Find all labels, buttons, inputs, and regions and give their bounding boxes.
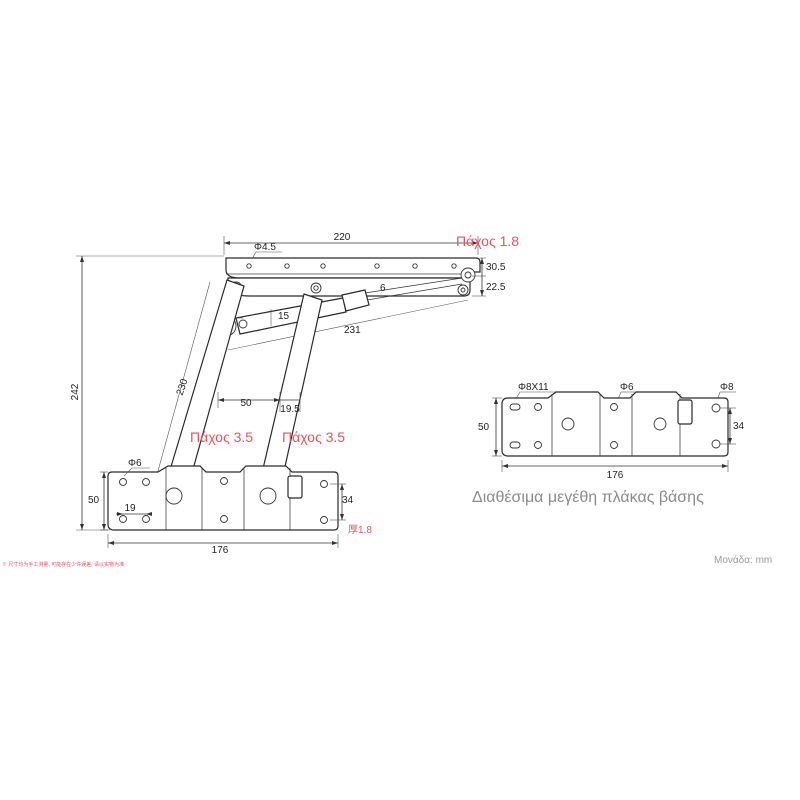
top-hole-6 [451,263,457,269]
alt-dim-width: 176 [501,460,729,481]
alt-right-hole-value: Φ8 [720,382,734,393]
top-mounting-plate [225,257,481,297]
top-hole-5 [412,263,418,269]
alt-base-caption: Διαθέσιμα μεγέθη πλάκας βάσης [472,489,704,506]
top-hole-4 [374,263,380,269]
dim-total-height-value: 242 [70,383,81,400]
arm-thickness-left-label: Πάχος 3.5 [190,429,253,445]
top-hole-3 [320,263,326,269]
strut-rod-value: 6 [380,283,386,294]
dim-base-hole-spacing: 19 [116,503,152,516]
arm-thickness-right-label: Πάχος 3.5 [282,429,345,445]
alt-dim-left-height: 50 [478,397,502,457]
measurement-note: ※ 尺寸均为手工测量, 可能存在少许误差, 请以实物为准 [2,561,124,568]
top-thickness-label: Πάχος 1.8 [456,233,519,249]
base-hole-value: Φ6 [128,458,142,469]
main-hinge-drawing: 220 Πάχος 1.8 Φ4.5 [2,232,519,568]
dim-base-width: 176 [107,534,339,556]
base-height-value: 50 [88,495,100,506]
base-right-height-value: 34 [342,495,354,506]
strut-offset-value: 15 [278,311,290,322]
dim-top-heights: 30.5 22.5 [472,257,506,297]
top-hole-value: Φ4.5 [254,242,276,253]
dim-base-height: 50 [88,471,108,531]
arm-width-value: 19.5 [280,404,300,415]
unit-label: Μονάδα: mm [714,554,772,566]
top-hole-2 [284,263,290,269]
base-thickness-label: 厚1.8 [348,524,372,536]
alt-mid-hole-value: Φ6 [620,382,634,393]
dim-base-right-height: 34 [330,483,354,521]
base-width-value: 176 [212,545,229,556]
arm-gap-value: 50 [240,398,252,409]
alt-width-value: 176 [607,470,624,481]
dim-top-h1-value: 30.5 [486,262,506,273]
dim-top-width-value: 220 [334,232,351,243]
base-hole-callout: Φ6 [123,458,150,477]
dim-top-width: 220 [223,232,479,255]
base-hole-spacing-value: 19 [124,503,136,514]
main-base-plate [107,465,339,531]
alt-base-plate-drawing: Φ8X11 Φ6 Φ8 [472,382,745,506]
alt-dim-right-height: 34 [720,407,745,445]
strut-length-value: 231 [344,325,361,336]
alt-slot-value: Φ8X11 [518,382,549,393]
alt-right-height-value: 34 [733,421,745,432]
alt-left-height-value: 50 [478,422,490,433]
left-arm-length-value: 230 [175,377,191,397]
dim-top-h2-value: 22.5 [486,282,506,293]
top-hole-1 [246,263,252,269]
dim-arm-spacing: 50 19.5 [217,392,301,415]
